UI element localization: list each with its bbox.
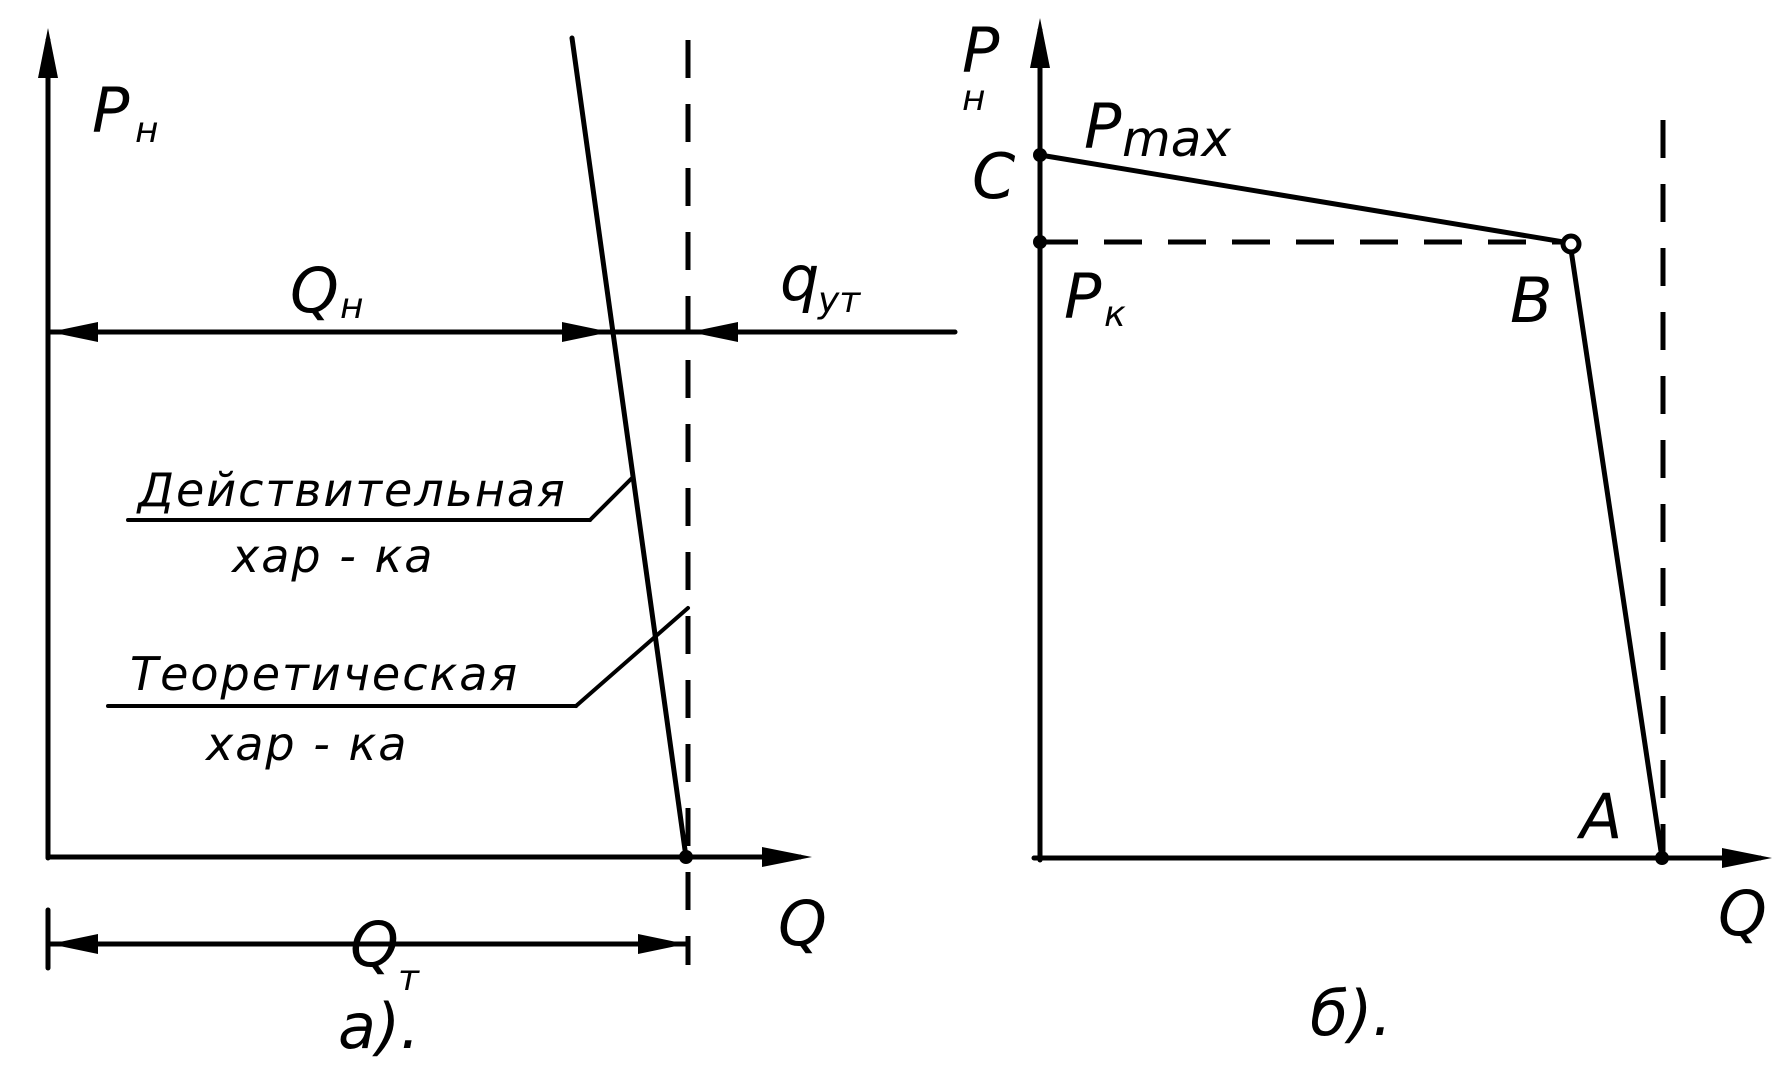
panel-a-qut-arrow <box>690 322 738 342</box>
panel-b-point-b <box>1560 233 1582 255</box>
panel-a-qn-arrow-left <box>50 322 98 342</box>
panel-b-y-axis-arrow <box>1030 18 1050 68</box>
panel-a-x-axis-label: Q <box>778 887 827 960</box>
panel-a-caption: а). <box>338 990 420 1063</box>
panel-a-qn-arrow-right <box>562 322 610 342</box>
panel-b-y-axis-label: P <box>962 14 1000 87</box>
panel-b-x-axis-arrow <box>1722 848 1772 868</box>
panel-a-y-axis-arrow <box>38 28 58 78</box>
panel-b-point-c <box>1033 148 1047 162</box>
panel-a-qn-sub: н <box>340 286 364 327</box>
panel-b-point-a-label: A <box>1576 780 1622 853</box>
panel-a-theoretical-text-2: хар - ка <box>204 717 408 771</box>
panel-a-y-axis-label: P <box>92 74 130 147</box>
panel-b-pk-label: P <box>1064 260 1102 333</box>
panel-a-actual-line <box>569 35 689 860</box>
panel-a-actual-leader <box>588 476 634 522</box>
panel-a-qn-label: Q <box>290 254 339 327</box>
panel-a-qt-arrow-left <box>50 934 98 954</box>
panel-a-theoretical-text-1: Теоретическая <box>130 647 519 701</box>
panel-a-qut-sub: ут <box>817 280 861 321</box>
panel-a-qt-arrow-right <box>638 934 686 954</box>
panel-b-point-b-label: B <box>1510 264 1553 337</box>
panel-b-point-pk <box>1033 235 1047 249</box>
panel-b-point-c-label: C <box>972 140 1016 213</box>
panel-b: P н P max C P к B A Q б). <box>962 14 1772 1050</box>
panel-b-characteristic <box>1037 152 1665 861</box>
panel-a-x-axis-arrow <box>762 847 812 867</box>
panel-b-point-a <box>1655 851 1669 865</box>
panel-b-x-axis-label: Q <box>1718 877 1767 950</box>
panel-a-actual-text-2: хар - ка <box>230 529 434 583</box>
panel-a-qut-label: q <box>780 242 819 315</box>
panel-a-y-axis-sub: н <box>135 110 159 151</box>
panel-b-y-axis-sub: н <box>962 78 986 119</box>
panel-a: P н Q н q ут Действительная хар - ка Тео… <box>38 28 958 1063</box>
panel-b-pk-sub: к <box>1104 294 1126 335</box>
panel-a-origin-point <box>679 850 693 864</box>
panel-a-qt-label: Q <box>350 908 399 981</box>
panel-b-pmax-sub: max <box>1122 110 1231 168</box>
panel-a-qt-sub: т <box>398 958 420 999</box>
panel-a-theoretical-leader <box>574 606 690 708</box>
panel-b-caption: б). <box>1310 977 1392 1050</box>
panel-a-actual-text-1: Действительная <box>136 463 567 517</box>
panel-b-pmax-label: P <box>1084 90 1122 163</box>
